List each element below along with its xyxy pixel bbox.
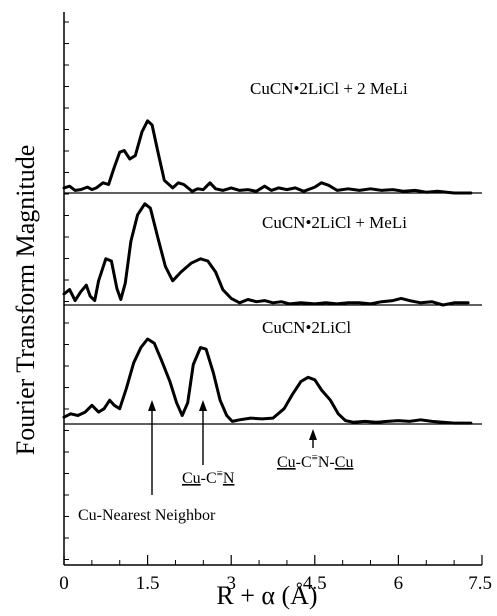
panel-label-meli: CuCN•2LiCl + MeLi: [262, 213, 407, 232]
x-tick-label-3: 4.5: [303, 573, 327, 594]
annotation-cu-c-n-cu-part-b: -C: [296, 454, 312, 471]
axes-group: [63, 12, 482, 566]
series-line-0: [62, 119, 473, 195]
annotation-cu-c-n-cu-part-c: ≡: [312, 452, 318, 464]
panel-lines-group: [64, 192, 482, 425]
panel-label-cucn: CuCN•2LiCl: [262, 318, 351, 337]
annotation-cu-c-n-cu-part-d: N-: [318, 454, 335, 471]
annotation-cu-c-n-cu-part-e: Cu: [335, 454, 354, 471]
x-tick-label-0: 0: [59, 573, 69, 594]
x-tick-label-4: 6: [394, 573, 404, 594]
series-line-1: [62, 202, 470, 307]
series-line-2: [62, 337, 473, 425]
annotation-cu-c-n-part-a: Cu: [182, 470, 201, 487]
annotation-nearest-neighbor: Cu-Nearest Neighbor: [78, 507, 216, 524]
annotation-cu-c-n-cu-part-a: Cu: [277, 454, 296, 471]
x-tick-label-1: 1.5: [136, 573, 160, 594]
ticks-group: 0 1.5 3 4.5 6 7.5: [59, 21, 492, 594]
annotation-cu-c-n-cu: Cu-C≡N-Cu: [277, 452, 353, 471]
annotation-cu-c-n-part-c: ≡: [217, 468, 223, 480]
panel-label-2meli: CuCN•2LiCl + 2 MeLi: [250, 79, 408, 98]
arrow-ccn-head: [199, 400, 207, 411]
y-axis-label: Fourier Transform Magnitude: [11, 145, 40, 456]
annotation-arrows: [148, 400, 317, 495]
annotation-cu-c-n-part-b: -C: [201, 470, 217, 487]
x-axis-label: R + α (Å): [216, 581, 317, 610]
x-tick-label-5: 7.5: [468, 573, 492, 594]
curves-group: [62, 119, 473, 425]
arrow-nearest-head: [148, 400, 156, 411]
annotation-cu-c-n: Cu-C≡N: [182, 468, 235, 487]
arrow-cncu-head: [309, 429, 317, 440]
x-tick-label-2: 3: [226, 573, 236, 594]
annotation-cu-c-n-part-d: N: [223, 470, 235, 487]
